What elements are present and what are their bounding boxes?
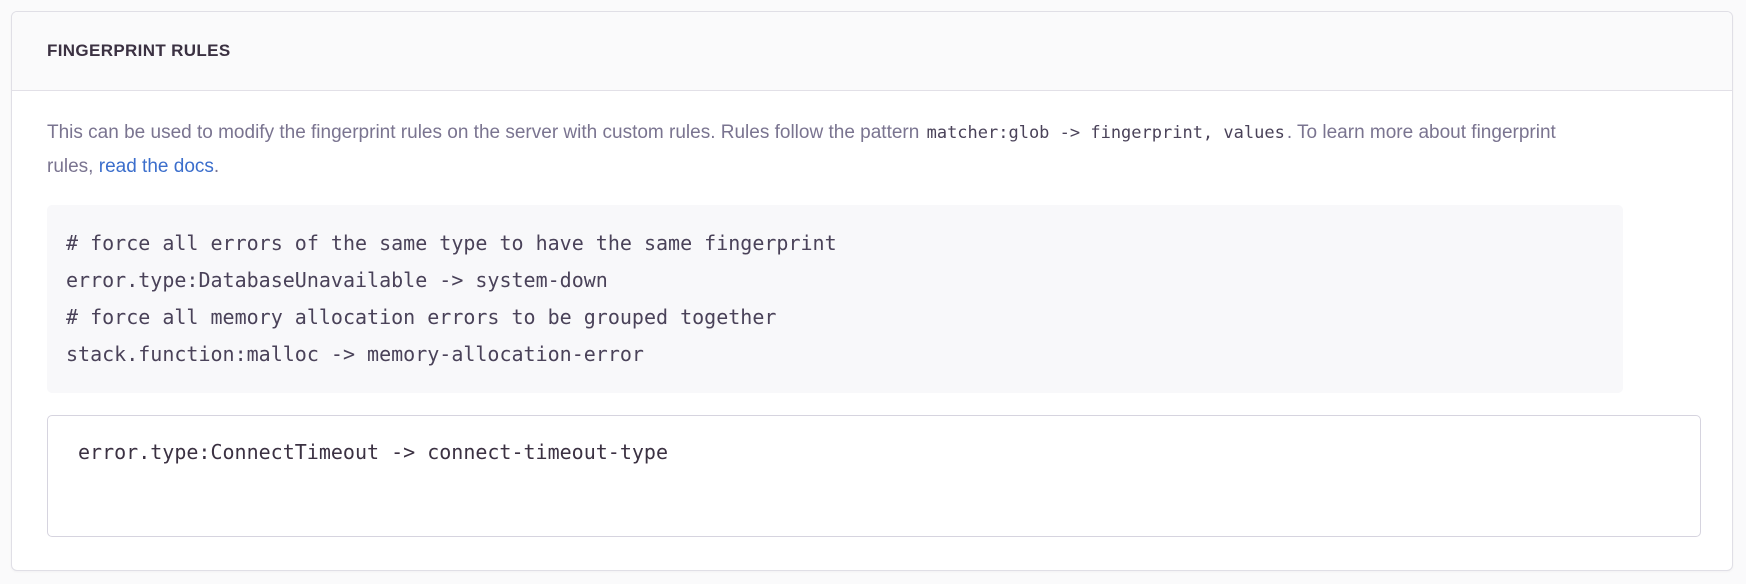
description-text-part2: . To learn more about fingerprint rules, (47, 122, 1556, 177)
panel-description: This can be used to modify the fingerpri… (47, 116, 1607, 183)
fingerprint-rules-panel: FINGERPRINT RULES This can be used to mo… (11, 11, 1733, 571)
description-text-part1: This can be used to modify the fingerpri… (47, 122, 925, 143)
inline-code-pattern: matcher:glob -> fingerprint, values (926, 123, 1285, 143)
panel-header: FINGERPRINT RULES (12, 12, 1732, 91)
fingerprint-rules-input[interactable] (47, 415, 1701, 537)
read-the-docs-link[interactable]: read the docs (98, 156, 214, 177)
code-example-text: # force all errors of the same type to h… (66, 231, 837, 366)
description-text-part3: . (213, 156, 220, 177)
page-title: FINGERPRINT RULES (47, 41, 231, 60)
panel-body: This can be used to modify the fingerpri… (12, 91, 1732, 537)
code-example-block: # force all errors of the same type to h… (47, 205, 1623, 393)
